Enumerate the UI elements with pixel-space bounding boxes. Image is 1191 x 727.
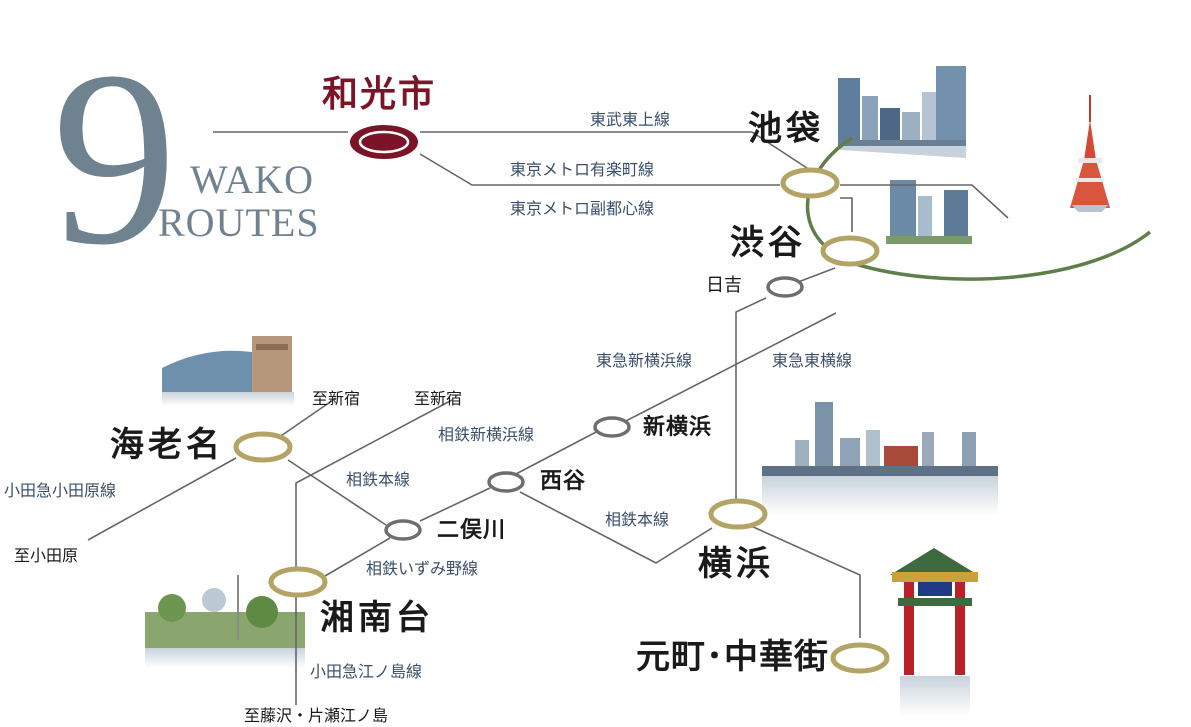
line-label-metro-fukutoshin: 東京メトロ副都心線	[510, 199, 655, 218]
tokyo-tower-image	[1070, 95, 1110, 212]
destination-label-shinjuku-1: 至新宿	[312, 389, 361, 408]
station-label-futamatagawa: 二俣川	[437, 517, 507, 543]
shibuya-skyline-image	[886, 180, 972, 244]
station-marker-motomachi[interactable]	[830, 642, 890, 674]
station-markers	[233, 125, 890, 674]
line-label-sotetsu-izumino: 相鉄いずみ野線	[366, 559, 479, 578]
line-label-odakyu-odawara: 小田急小田原線	[4, 481, 117, 500]
line-label-sotetsu-shinyokohama: 相鉄新横浜線	[438, 425, 535, 444]
hero-title-routes: ROUTES	[158, 200, 320, 245]
destination-label-shinjuku-2: 至新宿	[414, 389, 463, 408]
line-label-odakyu-enoshima: 小田急江ノ島線	[310, 662, 423, 681]
station-label-ebina: 海老名	[110, 425, 224, 465]
station-label-shibuya: 渋谷	[730, 223, 806, 263]
station-marker-shinyokohama[interactable]	[593, 416, 631, 438]
station-label-wakoshi: 和光市	[322, 73, 437, 115]
line-label-metro-yurakucho: 東京メトロ有楽町線	[510, 160, 655, 179]
station-label-motomachi: 元町･中華街	[636, 637, 829, 677]
station-marker-ikebukuro[interactable]	[780, 167, 840, 199]
line-label-tokyu-toyoko: 東急東横線	[772, 351, 853, 370]
station-marker-wakoshi-inner	[358, 130, 410, 154]
station-label-nishiya: 西谷	[540, 468, 587, 494]
line-label-sotetsu-main-west: 相鉄本線	[346, 470, 411, 489]
destination-label-odawara: 至小田原	[14, 546, 79, 565]
route-lines	[87, 131, 1009, 705]
station-marker-hiyoshi[interactable]	[766, 276, 804, 298]
station-marker-yokohama[interactable]	[708, 498, 768, 530]
line-label-tobu-tojo: 東武東上線	[590, 110, 671, 129]
station-label-ikebukuro: 池袋	[748, 109, 824, 149]
station-marker-shibuya[interactable]	[820, 235, 880, 267]
station-marker-ebina[interactable]	[233, 431, 293, 463]
hero-numeral: 9	[52, 20, 177, 297]
station-label-yokohama: 横浜	[698, 544, 774, 584]
station-label-shinyokohama: 新横浜	[643, 414, 713, 440]
station-label-shonandai: 湘南台	[320, 598, 434, 638]
ebina-station-image	[162, 336, 294, 406]
ikebukuro-skyline-image	[838, 66, 966, 158]
line-label-sotetsu-main-east: 相鉄本線	[605, 510, 670, 529]
station-marker-wakoshi[interactable]	[350, 125, 418, 159]
shonandai-park-image	[145, 575, 305, 668]
station-label-hiyoshi: 日吉	[706, 275, 742, 296]
station-marker-shonandai[interactable]	[268, 566, 328, 598]
hero-title-wako: WAKO	[190, 157, 314, 202]
line-label-tokyu-shinyokohama: 東急新横浜線	[596, 351, 693, 370]
destination-label-fujisawa: 至藤沢・片瀬江ノ島	[244, 706, 389, 725]
chinatown-gate-image	[890, 548, 978, 716]
yokohama-skyline-image	[762, 402, 998, 516]
station-marker-futamatagawa[interactable]	[384, 519, 422, 541]
station-marker-nishiya[interactable]	[487, 471, 525, 493]
